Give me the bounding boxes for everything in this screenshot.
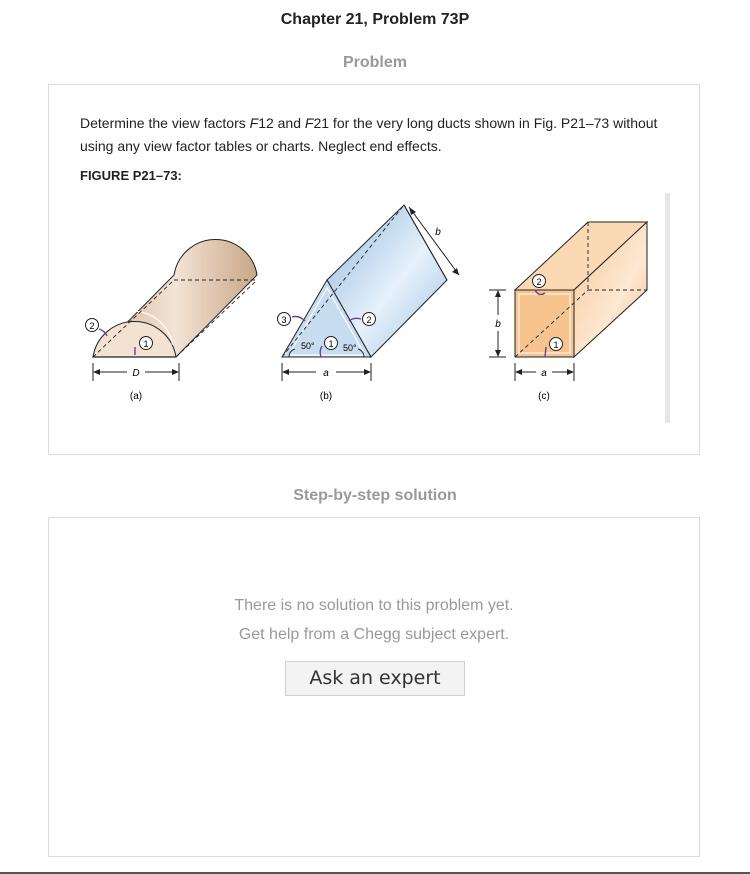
figure-scrollbar[interactable] [665,193,670,423]
chapter-title: Chapter 21, Problem 73P [280,11,470,28]
dim-b-height-label: b [495,319,501,330]
ask-expert-button[interactable]: Ask an expert [285,661,465,696]
figure-c: 2 1 b a (c) [489,220,649,402]
figure-label: FIGURE P21–73: [80,168,182,183]
page-bottom-border [0,872,750,874]
figure-p21-73: 1 2 D (a) b 50° [85,204,649,402]
solution-panel: There is no solution to this problem yet… [48,517,700,857]
caption-a: (a) [130,391,142,402]
problem-text-3: 21 for the very long ducts shown in Fig.… [80,115,658,154]
surface-2-label: 2 [536,277,541,287]
surface-1-label: 1 [553,340,558,350]
problem-panel: Determine the view factors F12 and F21 f… [48,84,700,455]
caption-c: (c) [538,391,550,402]
problem-var-f: F [249,115,259,131]
solution-section-label: Step-by-step solution [293,487,457,504]
surface-2-label: 2 [89,321,94,331]
caption-b: (b) [320,391,332,402]
surface-2-label: 2 [366,315,371,325]
problem-statement: Determine the view factors F12 and F21 f… [80,112,680,158]
dim-b-side-label: b [435,227,441,238]
surface-1-label: 1 [328,339,333,349]
angle-right-label: 50° [343,343,357,353]
get-help-message: Get help from a Chegg subject expert. [238,626,510,643]
figure-b: b 50° 50° 1 2 3 a (b) [277,204,460,402]
angle-left-label: 50° [301,341,315,351]
dim-d-label: D [132,368,139,379]
surface-1-label: 1 [143,339,148,349]
problem-text-1: Determine the view factors [80,115,250,131]
dim-a-label: a [541,368,547,379]
no-solution-message: There is no solution to this problem yet… [234,597,514,614]
surface-3-label: 3 [281,315,286,325]
figure-a: 1 2 D (a) [85,239,258,402]
problem-section-label: Problem [342,54,407,71]
dim-a-label: a [323,368,329,379]
problem-var-f: F [304,115,314,131]
problem-text-2: 12 and [258,115,305,131]
